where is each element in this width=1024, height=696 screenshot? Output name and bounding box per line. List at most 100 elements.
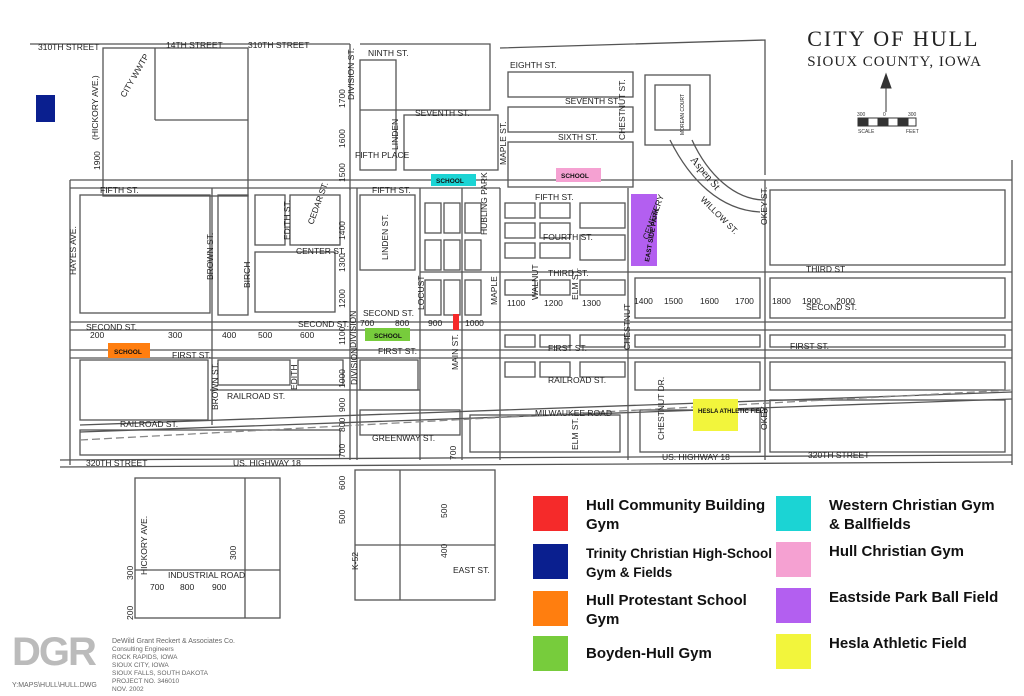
street-linden: LINDEN ST. <box>380 214 390 260</box>
legend-swatch <box>533 636 568 671</box>
firm-sub: Consulting Engineers <box>112 646 174 653</box>
street-chestnut-mid: CHESTNUT <box>622 304 632 350</box>
num-e1600: 1600 <box>700 296 719 306</box>
num-e1200: 1200 <box>544 298 563 308</box>
num-1600: 1600 <box>337 129 347 148</box>
num-1500: 1500 <box>337 163 347 182</box>
scale-right-label: FEET <box>906 129 919 135</box>
legend-swatch <box>776 496 811 531</box>
street-maple: MAPLE ST. <box>498 122 508 165</box>
num-800b: 800 <box>395 318 409 328</box>
north-arrow-icon <box>880 72 892 112</box>
num-800: 800 <box>337 418 347 432</box>
firm-project: PROJECT NO. 346010 <box>112 678 180 685</box>
street-division-low: DIVISION <box>349 348 359 385</box>
street-first-c: FIRST ST. <box>548 343 587 353</box>
legend-swatch <box>776 634 811 669</box>
map-title-city: CITY OF HULL <box>807 26 980 51</box>
legend-hesla: Hesla Athletic Field <box>776 634 999 669</box>
marker-school-nw: SCHOOL <box>436 178 464 185</box>
street-fifth-right: FIFTH ST. <box>535 192 574 202</box>
street-seventh: SEVENTH ST. <box>415 108 470 118</box>
legend-swatch <box>533 496 568 531</box>
street-birch: BIRCH <box>242 262 252 288</box>
num-s300b: 300 <box>125 566 135 580</box>
legend-label: Eastside Park Ball Field <box>829 589 999 606</box>
legend-label: Hull Christian Gym <box>829 543 965 560</box>
trinity-christian-marker <box>36 95 55 122</box>
firm-info: DeWild Grant Reckert & Associates Co. Co… <box>112 638 292 694</box>
num-i700: 700 <box>150 582 164 592</box>
legend-swatch <box>776 542 811 577</box>
legend-label: Boyden-Hull Gym <box>586 645 712 662</box>
street-cedar: CEDAR ST. <box>305 181 330 226</box>
street-fifth-place: FIFTH PLACE <box>355 150 410 160</box>
street-elm: ELM ST. <box>570 268 580 300</box>
legend-swatch <box>776 588 811 623</box>
num-500b: 500 <box>258 330 272 340</box>
firm-date: NOV. 2002 <box>112 686 144 693</box>
street-eighth: EIGHTH ST. <box>510 60 557 70</box>
num-600: 600 <box>337 476 347 490</box>
scale-max: 300 <box>908 112 917 118</box>
street-seventh-b: SEVENTH ST. <box>565 96 620 106</box>
boyden-hull-marker <box>365 328 410 341</box>
legend-western-christian: Western Christian Gym & Ballfields <box>776 496 999 534</box>
legend-swatch <box>533 591 568 626</box>
firm-loc2: SIOUX CITY, IOWA <box>112 662 169 669</box>
num-1300: 1300 <box>337 253 347 272</box>
num-s500: 500 <box>439 504 449 518</box>
street-maple-b: MAPLE <box>489 276 499 305</box>
street-moreland: MOREAN COURT <box>680 94 686 135</box>
street-first-left: FIRST ST. <box>172 350 211 360</box>
num-e1300: 1300 <box>582 298 601 308</box>
marker-school-ne: SCHOOL <box>561 173 589 180</box>
firm-loc3: SIOUX FALLS, SOUTH DAKOTA <box>112 670 208 677</box>
firm-name: DeWild Grant Reckert & Associates Co. <box>112 638 235 645</box>
street-320th-left: 320TH STREET <box>86 458 147 468</box>
num-900b: 900 <box>428 318 442 328</box>
street-fifth-mid: FIFTH ST. <box>372 185 411 195</box>
num-i900: 900 <box>212 582 226 592</box>
num-e1900: 1900 <box>802 296 821 306</box>
num-s400: 400 <box>439 544 449 558</box>
hull-christian-marker <box>556 168 601 182</box>
num-300: 300 <box>168 330 182 340</box>
street-greenway: GREENWAY ST. <box>372 433 435 443</box>
street-320th-right: 320TH STREET <box>808 450 869 460</box>
hull-community-marker <box>453 314 459 330</box>
street-310th-right: 310TH STREET <box>248 40 309 50</box>
street-brown: BROWN ST. <box>205 233 215 280</box>
street-14th: 14TH STREET <box>166 40 223 50</box>
street-second-left: SECOND ST. <box>86 322 137 332</box>
street-railroad-right: RAILROAD ST. <box>548 375 606 385</box>
street-310th-left: 310TH STREET <box>38 42 99 52</box>
street-fourth: FOURTH ST. <box>543 232 593 242</box>
street-third-right: THIRD ST <box>806 264 845 274</box>
num-1000b: 1000 <box>465 318 484 328</box>
legend-hull-community: Hull Community Building Gym <box>533 496 776 534</box>
num-1400: 1400 <box>337 221 347 240</box>
legend-trinity-christian: Trinity Christian High-School Gym & Fiel… <box>533 544 776 582</box>
legend-swatch <box>533 544 568 579</box>
num-e2000: 2000 <box>836 296 855 306</box>
street-division-top: DIVISION ST. <box>346 48 356 100</box>
scale-bar <box>857 117 917 127</box>
street-fifth-left: FIFTH ST. <box>100 185 139 195</box>
street-sixth: SIXTH ST. <box>558 132 598 142</box>
street-us18-left: US. HIGHWAY 18 <box>233 458 301 468</box>
marker-school-mid: SCHOOL <box>374 333 402 340</box>
num-200: 200 <box>90 330 104 340</box>
street-second-mid: SECOND ST. <box>298 319 349 329</box>
num-i800: 800 <box>180 582 194 592</box>
num-700b: 700 <box>360 318 374 328</box>
legend-hull-christian: Hull Christian Gym <box>776 542 999 577</box>
scale-left-label: SCALE <box>858 129 875 135</box>
street-okey-b: OKEY <box>759 406 769 430</box>
street-hayes: HAYES AVE. <box>68 226 78 275</box>
street-railroad-left: RAILROAD ST. <box>120 419 178 429</box>
num-e1800: 1800 <box>772 296 791 306</box>
legend-eastside-park: Eastside Park Ball Field <box>776 588 1009 623</box>
legend-label: Trinity Christian High-School Gym & Fiel… <box>586 546 773 580</box>
num-e1100: 1100 <box>507 298 526 308</box>
